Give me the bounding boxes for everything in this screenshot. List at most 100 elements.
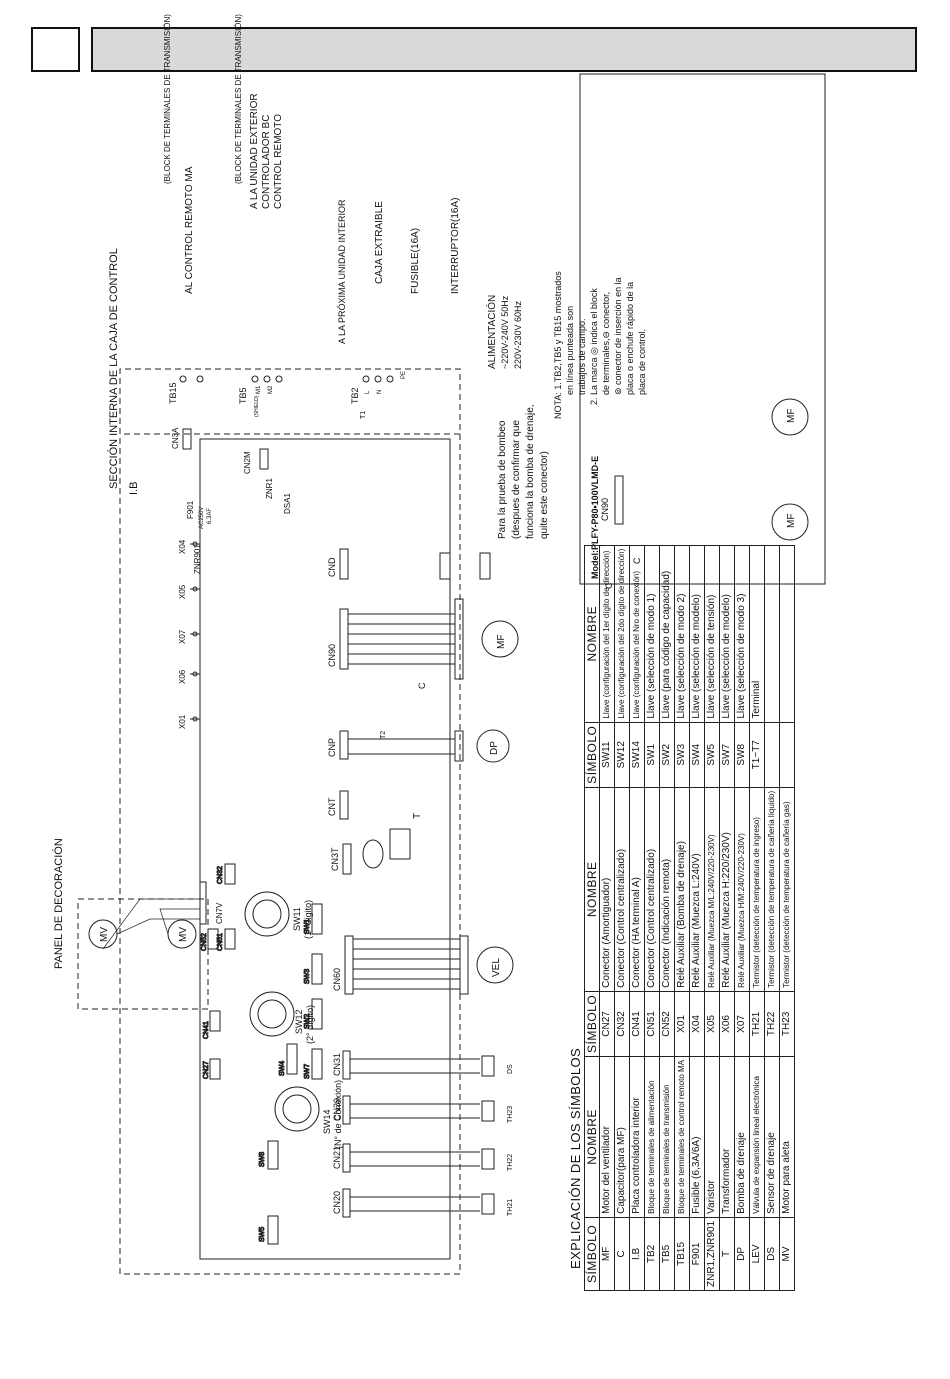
symbol-cell: MF — [599, 1217, 615, 1291]
f901-spec1: AC250V — [199, 507, 205, 529]
name-cell: Varistor — [704, 1056, 720, 1218]
n-label: N — [377, 390, 383, 394]
sw5-label: SW5 — [259, 1227, 266, 1242]
name-cell: Motor para aleta — [779, 1056, 795, 1218]
th22-label: TH22 — [507, 1154, 514, 1171]
symbol-cell: X04 — [689, 991, 705, 1057]
note-line: ⊚ conector de inserción en la — [613, 277, 623, 395]
sw4-label: SW4 — [279, 1061, 286, 1076]
alim-title: ALIMENTACIÓN — [485, 295, 498, 369]
tb5-dest3-label: CONTROL REMOTO — [273, 114, 284, 209]
name-cell: Conector (HA terminal A) — [629, 787, 645, 992]
name-cell: Conector (Indicación remota) — [659, 787, 675, 992]
symbol-cell: SW7 — [719, 722, 735, 788]
header-symbol-3: SÍMBOLO — [584, 722, 600, 788]
tb15-label: TB15 — [168, 382, 178, 404]
name-cell: Motor del ventilador — [599, 1056, 615, 1218]
symbol-cell: SW8 — [734, 722, 750, 788]
note-line: en línea punteada son — [565, 305, 575, 395]
note-block: NOTA: 1.TB2,TB5 y TB15 mostrados en líne… — [552, 271, 648, 419]
cn31-label: CN31 — [332, 1053, 342, 1076]
mf-icon: MF — [496, 635, 507, 649]
tb15-block-label: (BLOCK DE TERMINALES DE TRANSMISIÓN) — [163, 14, 172, 184]
symbol-cell: TH21 — [749, 991, 765, 1057]
name-cell: Conector (Control centralizado) — [614, 787, 630, 992]
name-cell: Capacitor(para MF) — [614, 1056, 630, 1218]
name-cell: Transformador — [719, 1056, 735, 1218]
pump-test-line4: quite este conector) — [539, 451, 550, 539]
cn60-vel: CN60 VEL — [332, 935, 514, 995]
name-cell: Fusible (6,3A/6A) — [689, 1056, 705, 1218]
header-symbol-1: SÍMBOLO — [584, 1217, 600, 1291]
symbol-cell: MV — [779, 1217, 795, 1291]
cn29-label: CN29 — [332, 1098, 342, 1121]
symbol-cell: SW5 — [704, 722, 720, 788]
symbol-cell: ZNR1,ZNR901 — [704, 1217, 720, 1291]
symbol-cell: SW14 — [629, 722, 645, 788]
cn51-label: CN51 — [217, 933, 224, 951]
header-name-1: NOMBRE — [584, 1056, 600, 1218]
name-cell: Sensor de drenaje — [764, 1056, 780, 1218]
name-cell: Llave (selección de tensión) — [704, 545, 720, 723]
relays: X01 X06 X07 X05 X04 — [178, 539, 200, 729]
alim-1: ~220V-240V 50Hz — [500, 295, 510, 369]
tb5-block-label: (BLOCK DE TERMINALES DE TRANSMISIÓN) — [234, 14, 243, 184]
sw1-label: SW1 — [304, 919, 311, 934]
cnt-label: CNT — [327, 797, 337, 816]
name-cell: Relé Auxiliar (Muezca H:220/230V) — [719, 787, 735, 992]
name-cell: Bloque de terminales de transmisión — [659, 1056, 675, 1218]
cn60-label: CN60 — [332, 968, 342, 991]
cn41-label: CN41 — [203, 1021, 210, 1039]
tb5-label: TB5 — [238, 387, 248, 404]
dp-icon: DP — [489, 741, 500, 755]
name-cell: Termistor (detección de temperatura de i… — [749, 787, 765, 992]
mv-icon: MV — [99, 927, 110, 942]
th23-label: TH23 — [507, 1106, 514, 1123]
sw11-label: SW11 — [292, 907, 302, 931]
symbol-cell: TB5 — [659, 1217, 675, 1291]
note-line: 2. La marca ◎ indica el block — [589, 288, 599, 405]
mv-icon: MV — [178, 927, 189, 942]
th21-label: TH21 — [507, 1199, 514, 1216]
mf-icon: MF — [786, 514, 797, 528]
symbol-cell: DP — [734, 1217, 750, 1291]
symbol-cell: SW12 — [614, 722, 630, 788]
cn21-label: CN21 — [332, 1146, 342, 1169]
name-cell: Relé Auxiliar (Muezca M/L:240V/220-230V) — [704, 787, 720, 992]
mv-motors: MV MV CN7V — [88, 881, 224, 950]
header-name-2: NOMBRE — [584, 787, 600, 992]
name-cell: Llave (configuración del 2do dígito de d… — [614, 545, 630, 723]
name-cell: Conector (Control centralizado) — [644, 787, 660, 992]
name-cell: Termistor (detección de temperatura de c… — [764, 787, 780, 992]
sw7-label: SW7 — [304, 1064, 311, 1079]
fusible-label: FUSIBLE(16A) — [410, 228, 421, 294]
sw3-label: SW3 — [304, 969, 311, 984]
ib-label: I.B — [128, 482, 140, 495]
symbol-cell: CN32 — [614, 991, 630, 1057]
symbol-cell — [764, 722, 780, 788]
name-cell: Termistor (detección de temperatura de c… — [779, 787, 795, 992]
name-cell: Llave (configuración del Nro de conexión… — [629, 545, 645, 723]
x06-label: X06 — [178, 669, 187, 684]
name-cell — [779, 545, 795, 723]
vel-icon: VEL — [491, 958, 502, 977]
symbols-title: EXPLICACIÓN DE LOS SÍMBOLOS — [568, 1047, 583, 1269]
symbol-cell: DS — [764, 1217, 780, 1291]
sw12-label: SW12 — [294, 1009, 304, 1034]
sw12-desc: (2° dígito) — [305, 1005, 315, 1044]
name-cell: Relé Auxiliar (Bomba de drenaje) — [674, 787, 690, 992]
symbol-cell: X01 — [674, 991, 690, 1057]
symbol-cell: TH22 — [764, 991, 780, 1057]
symbol-cell: SW2 — [659, 722, 675, 788]
name-cell: Válvula de expansión lineal electrónica — [749, 1056, 765, 1218]
thermistor-row: CN20 CN21 CN29 CN31 TH21 TH22 TH23 DS — [332, 1050, 514, 1218]
symbol-cell: CN41 — [629, 991, 645, 1057]
cn32-label: CN32 — [217, 866, 224, 884]
